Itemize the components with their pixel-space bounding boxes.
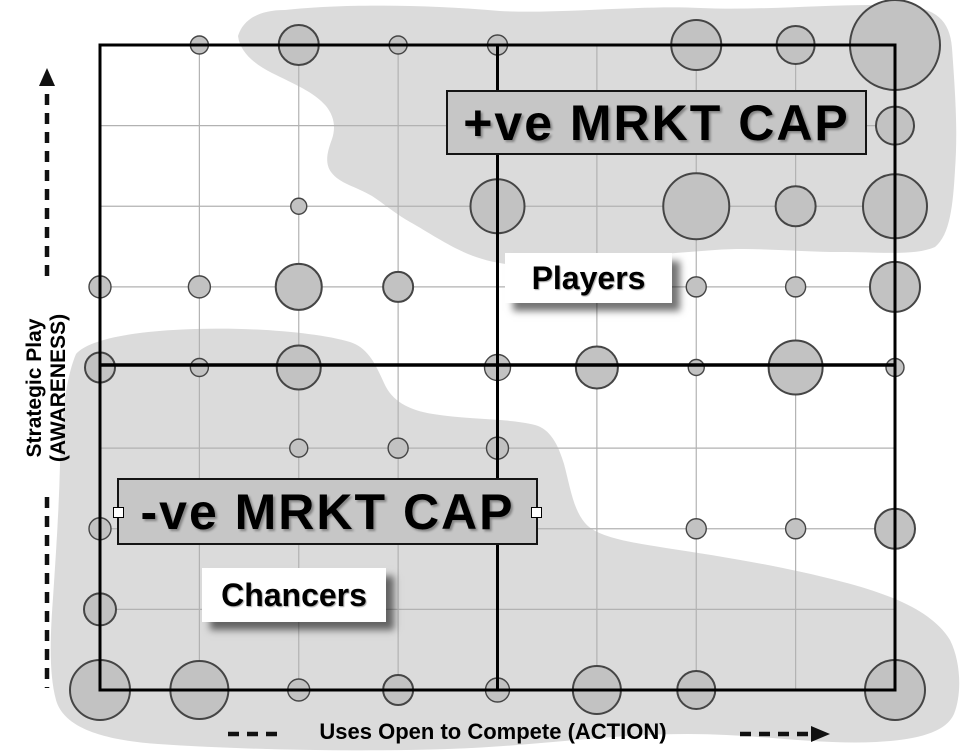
bubble — [767, 339, 824, 396]
bubble — [289, 438, 309, 458]
axis-arrows — [39, 68, 830, 742]
bubble — [274, 262, 323, 311]
players-label-box[interactable]: Players — [505, 253, 672, 303]
bubble — [382, 270, 415, 303]
selection-handle-right[interactable] — [531, 506, 542, 518]
bubble — [685, 276, 707, 298]
bubble — [387, 437, 409, 459]
bubble — [574, 345, 619, 390]
bubble — [189, 357, 210, 378]
bubble — [687, 358, 705, 377]
selection-handle-left[interactable] — [113, 506, 124, 518]
y-axis-arrowhead-icon — [39, 68, 55, 86]
bubble — [784, 518, 807, 540]
positive-mrkt-cap-box[interactable]: +ve MRKT CAP — [446, 90, 867, 155]
chancers-label-box[interactable]: Chancers — [202, 568, 386, 622]
x-axis-arrowhead-icon — [811, 726, 830, 742]
y-axis-title-line2: (AWARENESS) — [47, 313, 70, 463]
x-axis-title: Uses Open to Compete (ACTION) — [319, 719, 667, 744]
negative-mrkt-cap-label: -ve MRKT CAP — [140, 483, 515, 540]
players-label: Players — [531, 259, 646, 296]
bubble — [685, 518, 707, 540]
y-axis-title: Strategic Play (AWARENESS) — [23, 314, 71, 462]
negative-mrkt-cap-box[interactable]: -ve MRKT CAP — [113, 478, 542, 545]
positive-mrkt-cap-label: +ve MRKT CAP — [463, 94, 850, 151]
bubble — [187, 275, 212, 299]
bubble — [275, 344, 322, 391]
bubble — [662, 172, 731, 241]
bubble — [774, 185, 817, 228]
y-axis-title-line1: Strategic Play — [22, 318, 46, 458]
bubble — [784, 276, 807, 298]
bubble — [290, 197, 308, 215]
chancers-label: Chancers — [221, 576, 367, 613]
